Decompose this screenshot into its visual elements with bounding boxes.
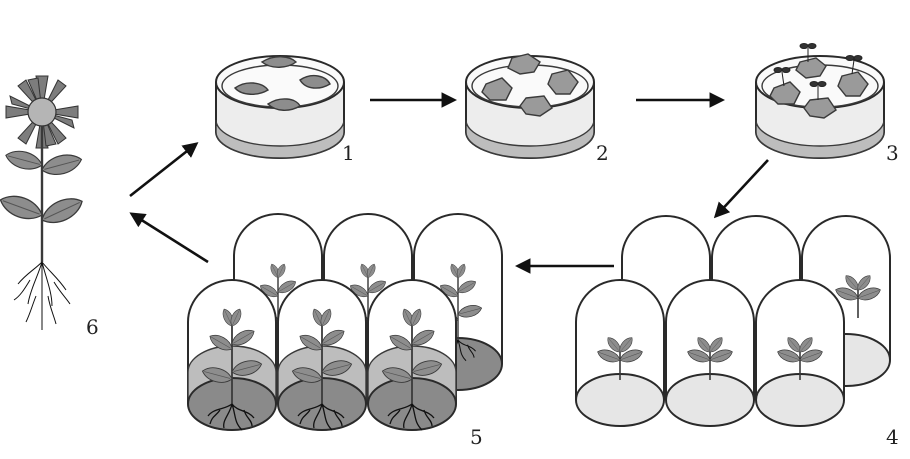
leaf-explant — [233, 56, 331, 111]
step-label-6: 6 — [86, 315, 99, 339]
step-label-4: 4 — [886, 425, 899, 449]
step-label-3: 3 — [886, 141, 899, 165]
sunflower-plant-icon — [0, 75, 87, 330]
root-system — [13, 261, 71, 330]
culture-tube-icon — [755, 279, 845, 427]
step-label-1: 1 — [342, 141, 355, 165]
culture-tube-icon — [665, 279, 755, 427]
petri-dish-icon — [755, 43, 885, 159]
callus-mass — [481, 53, 579, 117]
petri-dish-icon — [465, 53, 595, 159]
petri-dish-icon — [215, 55, 345, 159]
step-label-2: 2 — [596, 141, 609, 165]
callus-with-shoots — [769, 43, 869, 119]
arrow-icon — [129, 142, 199, 198]
culture-tube-group-plantlets — [187, 213, 503, 431]
culture-tube-icon — [187, 279, 277, 431]
arrow-icon — [129, 212, 209, 264]
culture-tube-group-seedlings — [575, 215, 891, 427]
culture-tube-icon — [367, 279, 457, 431]
arrow-icon — [713, 159, 769, 219]
culture-tube-icon — [277, 279, 367, 431]
step-label-5: 5 — [470, 425, 483, 449]
culture-tube-icon — [575, 279, 665, 427]
